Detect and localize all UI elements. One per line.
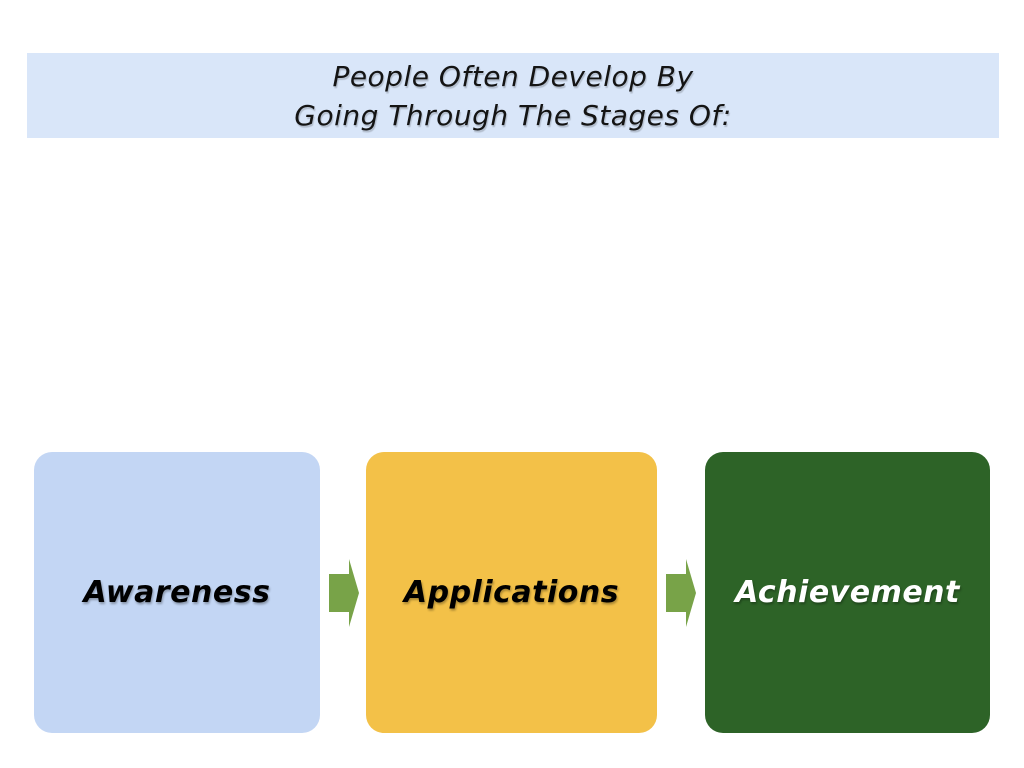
stage-box-awareness: Awareness [34, 452, 320, 733]
title-line-1: People Often Develop By [332, 59, 694, 93]
title-line-2: Going Through The Stages Of: [294, 98, 732, 132]
right-arrow-shape [666, 559, 696, 627]
right-arrow-icon [329, 559, 359, 627]
stage-label-achievement: Achievement [735, 575, 960, 610]
stage-label-awareness: Awareness [83, 575, 271, 610]
stage-box-achievement: Achievement [705, 452, 990, 733]
stage-box-applications: Applications [366, 452, 657, 733]
title-banner: People Often Develop By Going Through Th… [27, 53, 999, 138]
stage-label-applications: Applications [403, 575, 620, 610]
right-arrow-shape [329, 559, 359, 627]
right-arrow-icon [666, 559, 696, 627]
